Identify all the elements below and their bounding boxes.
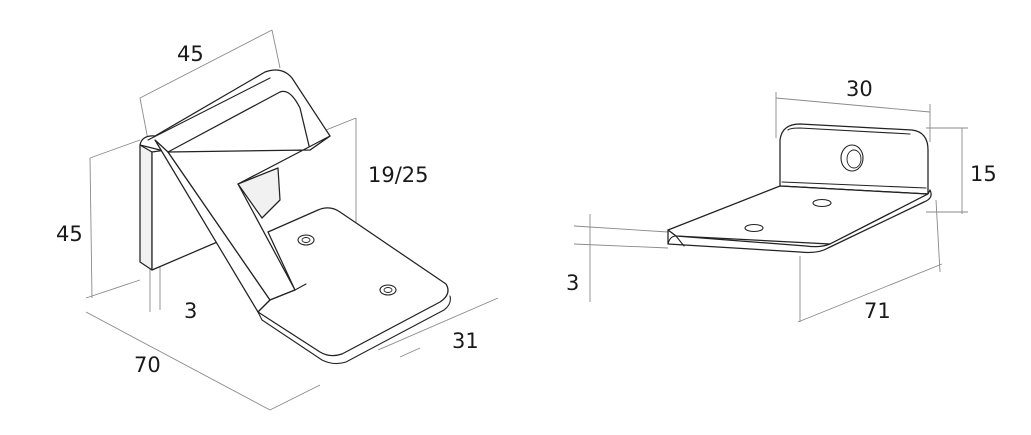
right-bracket-body [667,123,932,254]
left-slot-height-label: 19/25 [368,163,429,187]
right-upright-height-label: 15 [970,162,997,186]
right-upright-width-label: 30 [846,77,873,101]
left-bracket: 45 45 19/25 3 70 31 [56,29,499,411]
right-dimension-lines [573,92,968,323]
left-length-label: 70 [134,353,161,377]
right-base-length-label: 71 [864,299,891,323]
left-thickness-label: 3 [184,299,197,323]
left-top-width-label: 45 [177,42,204,66]
left-height-label: 45 [56,222,83,246]
right-bracket: 30 15 3 71 [566,77,997,323]
left-bracket-body [139,69,451,365]
right-thickness-label: 3 [566,271,579,295]
left-dimension-lines [85,29,499,411]
left-foot-width-label: 31 [452,329,479,353]
